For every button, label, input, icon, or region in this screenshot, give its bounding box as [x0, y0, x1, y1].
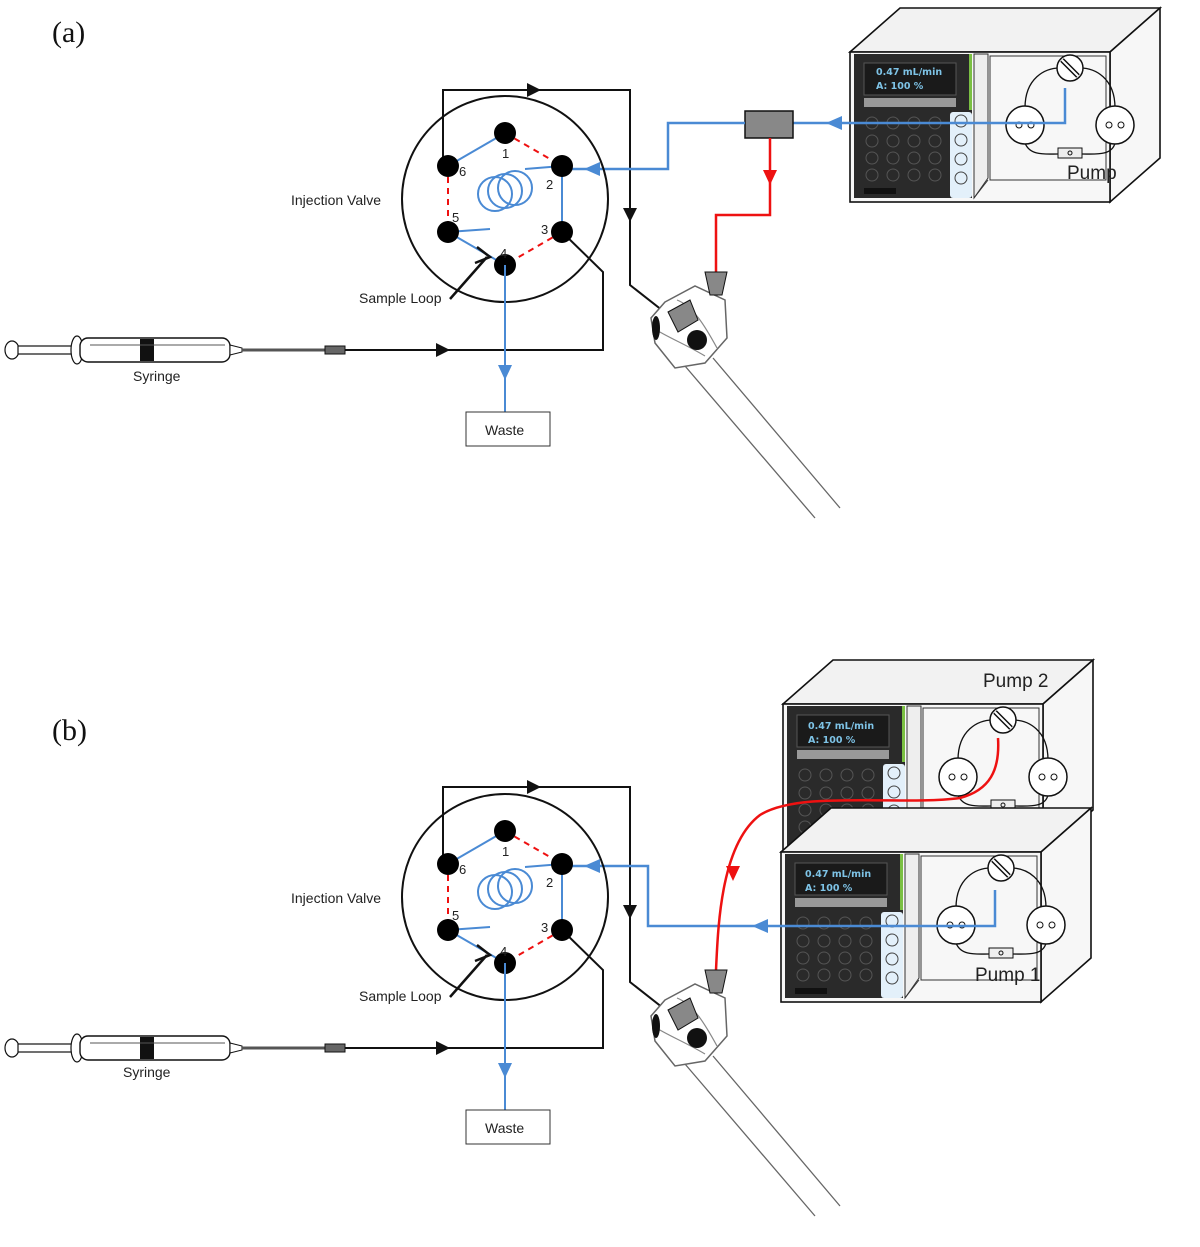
- sample-loop-label: Sample Loop: [359, 290, 442, 306]
- port-number: 2: [546, 875, 553, 890]
- syringe: [3, 1032, 347, 1064]
- panel-label-b: (b): [52, 714, 87, 747]
- pump-1-unit: [781, 808, 1091, 1002]
- waste-label: Waste: [485, 1120, 524, 1136]
- pump-2-screen-flowrate: 0.47 mL/min: [808, 721, 874, 732]
- pump-2-screen-composition: A: 100 %: [808, 735, 856, 746]
- panel-b: (b) 0.47 mL/min A: 100 % Pump 2 0.47 mL/…: [3, 660, 1093, 1217]
- flow-arrow-icon: [498, 1063, 512, 1078]
- flow-arrow-icon: [752, 919, 768, 933]
- waste-container: [465, 411, 551, 447]
- flow-arrow-icon: [763, 170, 777, 185]
- pump-2-label: Pump 2: [983, 671, 1048, 692]
- injection-valve-label: Injection Valve: [291, 192, 381, 208]
- port-number: 1: [502, 844, 509, 859]
- flow-arrow-icon: [527, 780, 541, 794]
- flow-arrow-icon: [584, 859, 600, 873]
- flow-arrow-icon: [726, 866, 740, 881]
- waste-container: [465, 1109, 551, 1145]
- port-number: 4: [500, 944, 507, 959]
- flow-arrow-icon: [584, 162, 600, 176]
- sample-loop-label: Sample Loop: [359, 988, 442, 1004]
- port-number: 6: [459, 164, 466, 179]
- port-number: 2: [546, 177, 553, 192]
- pump-screen-composition: A: 100 %: [876, 81, 924, 92]
- port-number: 5: [452, 908, 459, 923]
- port-number: 4: [500, 246, 507, 261]
- flow-arrow-icon: [436, 343, 450, 357]
- flow-splitter: [744, 110, 794, 139]
- pump-1-screen-flowrate: 0.47 mL/min: [805, 869, 871, 880]
- syringe-label: Syringe: [123, 1064, 171, 1080]
- waste-label: Waste: [485, 422, 524, 438]
- flow-arrow-icon: [826, 116, 842, 130]
- flow-arrow-icon: [623, 208, 637, 222]
- panel-a: (a) 0.47 mL/min A: 100 % Pump 1 2 3 4 5 …: [3, 8, 1160, 519]
- syringe: [3, 334, 347, 366]
- syringe-label: Syringe: [133, 368, 181, 384]
- port-number: 3: [541, 222, 548, 237]
- injection-valve-label: Injection Valve: [291, 890, 381, 906]
- flow-arrow-icon: [436, 1041, 450, 1055]
- port-number: 5: [452, 210, 459, 225]
- pump-1-label: Pump 1: [975, 965, 1040, 986]
- port-number: 6: [459, 862, 466, 877]
- pump-1-screen-composition: A: 100 %: [805, 883, 853, 894]
- flow-arrow-icon: [527, 83, 541, 97]
- panel-label-a: (a): [52, 16, 85, 49]
- pump-screen-flowrate: 0.47 mL/min: [876, 67, 942, 78]
- flow-arrow-icon: [623, 905, 637, 919]
- port-number: 1: [502, 146, 509, 161]
- port-number: 3: [541, 920, 548, 935]
- flow-arrow-icon: [498, 365, 512, 380]
- pump-label: Pump: [1067, 163, 1117, 184]
